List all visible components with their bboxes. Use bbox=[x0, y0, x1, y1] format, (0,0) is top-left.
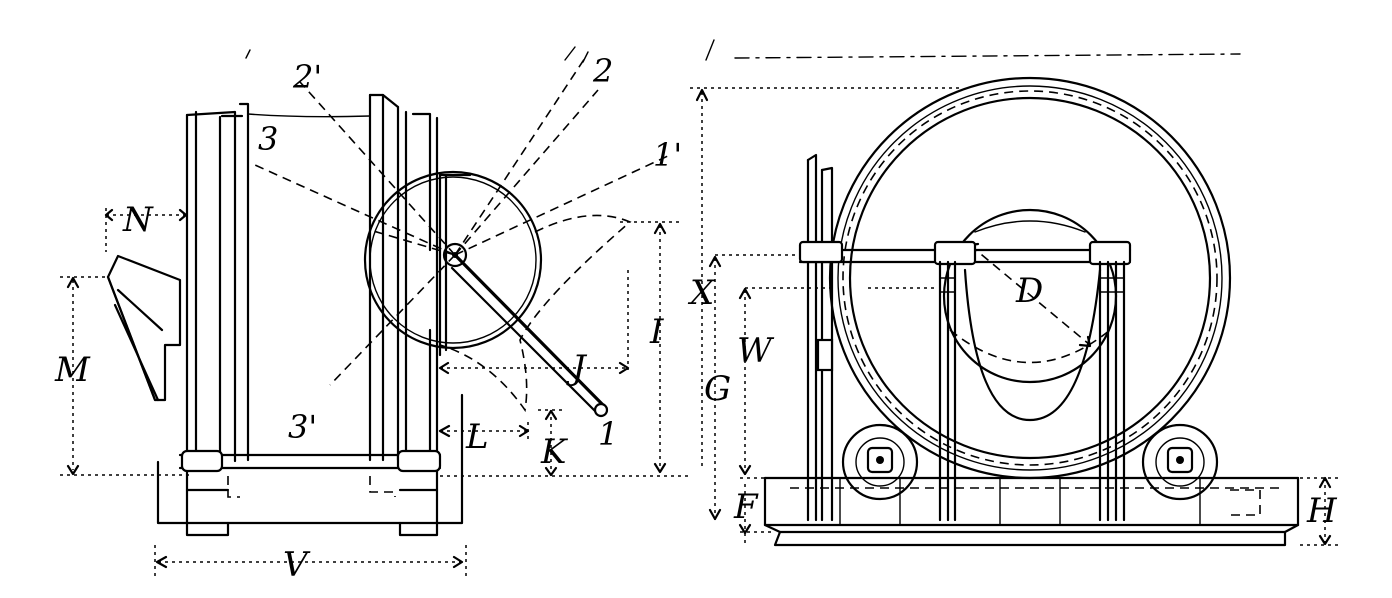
front-view-dimensions bbox=[690, 87, 1338, 546]
label-l: L bbox=[465, 417, 489, 457]
label-d: D bbox=[1015, 271, 1043, 311]
label-position-2-prime: 2' bbox=[292, 58, 322, 96]
label-h: H bbox=[1306, 491, 1338, 531]
label-k: K bbox=[540, 432, 569, 472]
label-n: N bbox=[122, 200, 154, 240]
side-view-dimensions bbox=[60, 208, 690, 578]
label-m: M bbox=[54, 350, 91, 390]
label-f: F bbox=[733, 487, 759, 527]
label-position-1: 1 bbox=[598, 415, 618, 453]
label-w: W bbox=[737, 331, 775, 371]
header-fragments bbox=[245, 39, 1241, 63]
front-view bbox=[763, 76, 1300, 547]
label-position-3: 3 bbox=[258, 120, 278, 158]
label-position-2: 2 bbox=[592, 52, 613, 90]
label-x: X bbox=[687, 273, 716, 313]
label-g: G bbox=[704, 369, 731, 409]
side-view bbox=[106, 57, 671, 537]
label-position-3-prime: 3' bbox=[288, 408, 317, 446]
label-v: V bbox=[283, 545, 311, 585]
label-position-1-prime: 1' bbox=[653, 136, 682, 174]
label-i: I bbox=[649, 312, 664, 352]
label-j: J bbox=[566, 348, 588, 388]
labels: N M V L K J I 1 1' 2 2' 3 3' X W G F H D bbox=[54, 52, 1338, 585]
